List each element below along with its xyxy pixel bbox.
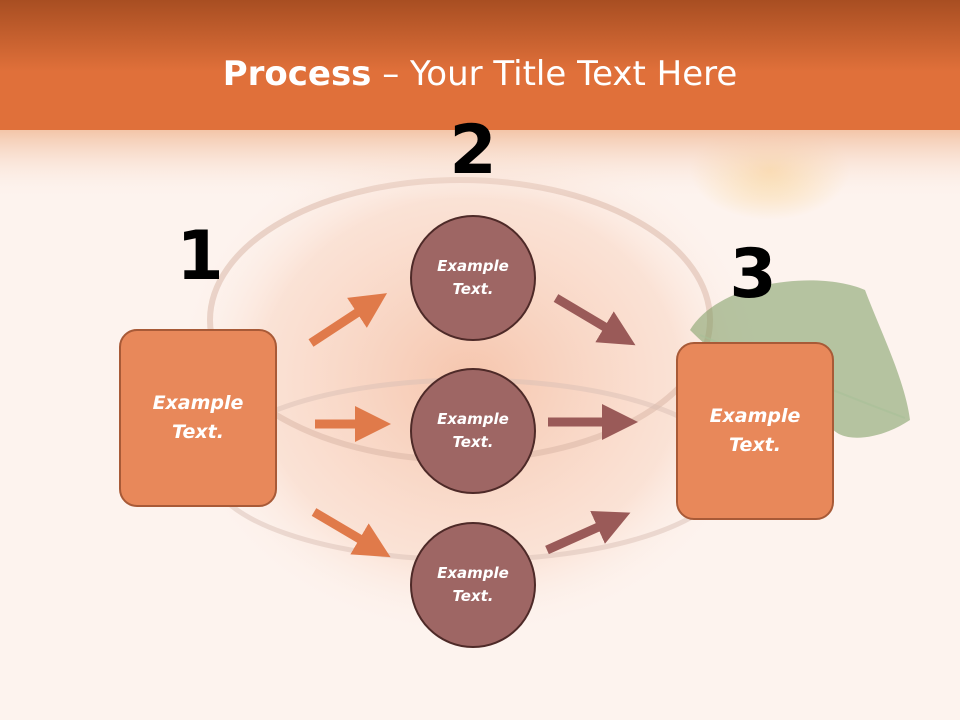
step-number-2: 2 <box>449 111 497 190</box>
circle-top: Example Text. <box>410 215 536 341</box>
circle-bottom: Example Text. <box>410 522 536 648</box>
step-box-left: Example Text. <box>119 329 277 507</box>
step-box-right: Example Text. <box>676 342 834 520</box>
arrow-left-to-top <box>308 293 388 347</box>
circle-top-text: Example Text. <box>437 257 509 298</box>
circle-middle: Example Text. <box>410 368 536 494</box>
step-number-3: 3 <box>729 235 777 314</box>
step-number-1: 1 <box>176 217 224 296</box>
slide-title: Process – Your Title Text Here <box>0 52 960 96</box>
title-bold: Process <box>222 54 372 94</box>
circle-bottom-text: Example Text. <box>437 564 509 605</box>
title-rest: – Your Title Text Here <box>371 54 738 94</box>
step-box-right-text: Example Text. <box>709 405 801 456</box>
circle-middle-text: Example Text. <box>437 410 509 451</box>
arrow-bottom-to-right <box>545 510 631 555</box>
arrow-top-to-right <box>553 294 636 346</box>
step-box-left-text: Example Text. <box>152 392 244 443</box>
arrow-left-to-bottom <box>311 508 391 558</box>
